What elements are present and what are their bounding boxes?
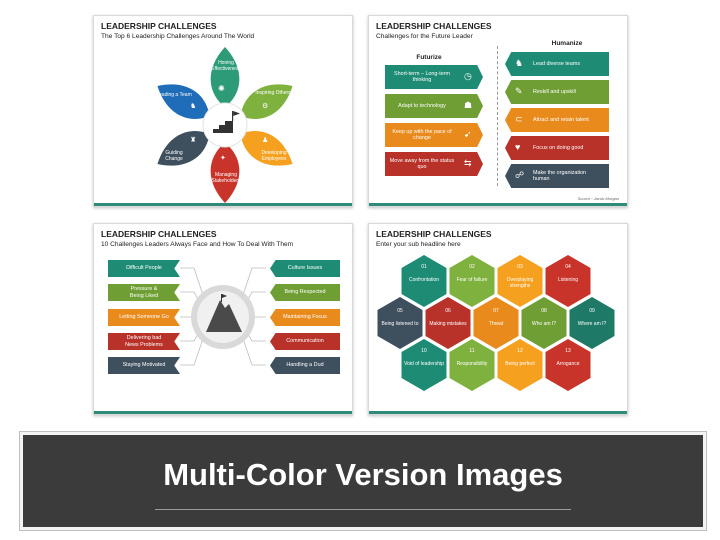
slide-thumbnail-hexagon-challenges[interactable]: LEADERSHIP CHALLENGES Enter your sub hea… — [368, 223, 628, 415]
slide-subtitle: Enter your sub headline here — [376, 241, 461, 248]
challenge-left: Pressure & Being Liked — [108, 284, 180, 301]
challenge-left: Letting Someone Go — [108, 309, 180, 326]
hexagon-grid — [377, 255, 615, 391]
slide-subtitle: Challenges for the Future Leader — [376, 33, 473, 40]
slide-thumbnail-10-challenges[interactable]: LEADERSHIP CHALLENGES 10 Challenges Lead… — [93, 223, 353, 415]
skill-icon: ✎ — [515, 86, 523, 96]
hexagon-number: 11 — [469, 348, 475, 354]
hexagon-number: 12 — [517, 348, 523, 354]
hexagon-number: 02 — [469, 264, 475, 270]
humanize-item: Focus on doing good — [505, 136, 609, 160]
petal-leading-a-team — [157, 84, 210, 119]
people-icon: ♟ — [262, 137, 269, 144]
petal-label: Inspiring Others — [255, 90, 291, 96]
gear-icon: ⚙ — [262, 103, 269, 110]
humanize-item: Reskill and upskill — [505, 80, 609, 104]
slide-subtitle: The Top 6 Leadership Challenges Around T… — [101, 33, 255, 40]
handshake-icon: ✦ — [220, 155, 226, 162]
stairs-flag-icon — [213, 111, 240, 133]
banner-title: Multi-Color Version Images — [163, 457, 563, 492]
hexagon-label: Being listened to — [381, 321, 419, 327]
slide-title: LEADERSHIP CHALLENGES — [376, 21, 492, 31]
challenge-left: Delivering bad News Problems — [108, 333, 180, 350]
challenge-right: Culture Issues — [270, 260, 340, 277]
challenge-right: Communication — [270, 333, 340, 350]
heart-hand-icon: ♥ — [515, 142, 521, 152]
petal-honing-effectiveness — [210, 47, 240, 107]
hexagon-label: Who am I? — [531, 321, 557, 327]
hexagon-label: Void of leadership — [404, 361, 444, 367]
hexagon-number: 04 — [565, 264, 571, 270]
speed-icon: ➹ — [464, 129, 472, 139]
slide-thumbnail-future-leader[interactable]: LEADERSHIP CHALLENGES Challenges for the… — [368, 15, 628, 207]
humanize-item: Lead diverse teams — [505, 52, 609, 76]
challenge-left: Staying Motivated — [108, 357, 180, 374]
walking-person-icon: ♜ — [190, 137, 197, 144]
robot-icon: ☗ — [464, 100, 473, 110]
hexagon-label: Threat — [488, 321, 504, 327]
hexagon-number: 07 — [493, 308, 499, 314]
hexagon-label: Being perfect — [505, 361, 535, 367]
hexagon-number: 13 — [565, 348, 571, 354]
source-note: Source : Jacob Morgan — [577, 196, 619, 201]
connector-lines — [180, 267, 266, 366]
timeline-divider — [497, 46, 499, 186]
hexagon-label: Confrontation — [408, 277, 440, 283]
hexagon-number: 10 — [421, 348, 427, 354]
petal-guiding-change — [157, 131, 210, 166]
magnet-icon: ⊂ — [515, 114, 523, 124]
hexagon-label: Fear of failure — [456, 277, 488, 283]
mountain-climber-graphic — [191, 285, 255, 349]
petal-inspiring-others — [240, 84, 293, 119]
petal-developing-employees — [240, 131, 293, 166]
futurize-heading: Futurize — [416, 54, 442, 61]
futurize-item: Keep up with the pace of change — [385, 123, 483, 147]
hexagon-label: Making mistakes — [429, 321, 467, 327]
futurize-item: Move away from the status quo — [385, 152, 483, 176]
hexagon-label: Overplaying strengths — [506, 277, 534, 289]
humanize-item: Make the organization human — [505, 164, 609, 188]
petal-label: Guiding Change — [165, 150, 183, 162]
hexagon-number: 06 — [445, 308, 451, 314]
petal-label: Developing Employees — [261, 150, 287, 162]
hexagon-number: 09 — [589, 308, 595, 314]
slide-title: LEADERSHIP CHALLENGES — [101, 21, 217, 31]
hexagon-number: 08 — [541, 308, 547, 314]
move-icon: ⇆ — [464, 158, 472, 168]
hexagon-label: Responsibility — [456, 361, 488, 367]
hexagon-number: 05 — [397, 308, 403, 314]
hexagon-label: Arrogance — [556, 361, 580, 367]
petal-diagram — [157, 47, 293, 203]
team-icon: ♞ — [190, 103, 197, 110]
lightbulb-icon: ✺ — [218, 84, 225, 93]
petal-managing-stakeholders — [210, 143, 240, 203]
challenge-left: Difficult People — [108, 260, 180, 277]
petal-label: Leading a Team — [156, 92, 192, 98]
diverse-team-icon: ♞ — [515, 58, 524, 68]
version-banner: Multi-Color Version Images — [20, 432, 706, 530]
slide-title: LEADERSHIP CHALLENGES — [101, 229, 217, 239]
organization-icon: ☍ — [515, 170, 525, 180]
hexagon-number: 03 — [517, 264, 523, 270]
futurize-item: Short-term – Long-term thinking — [385, 65, 483, 89]
petal-label: Honing Effectiveness — [211, 60, 241, 72]
hexagon-label: Listening — [557, 277, 578, 283]
challenge-right: Being Respected — [270, 284, 340, 301]
clock-icon: ◷ — [464, 71, 472, 81]
hexagon-label: Where am I? — [577, 321, 607, 327]
challenge-right: Handling a Dud — [270, 357, 340, 374]
futurize-item: Adapt to technology — [385, 94, 483, 118]
banner-underline — [155, 509, 571, 510]
slide-title: LEADERSHIP CHALLENGES — [376, 229, 492, 239]
petal-label: Managing Stakeholders — [211, 172, 241, 184]
slide-thumbnail-top-6-challenges[interactable]: LEADERSHIP CHALLENGES The Top 6 Leadersh… — [93, 15, 353, 207]
humanize-heading: Humanize — [551, 40, 583, 47]
hexagon-number: 01 — [421, 264, 427, 270]
challenge-right: Maintaining Focus — [270, 309, 340, 326]
slide-subtitle: 10 Challenges Leaders Always Face and Ho… — [101, 241, 294, 248]
humanize-item: Attract and retain talent — [505, 108, 609, 132]
